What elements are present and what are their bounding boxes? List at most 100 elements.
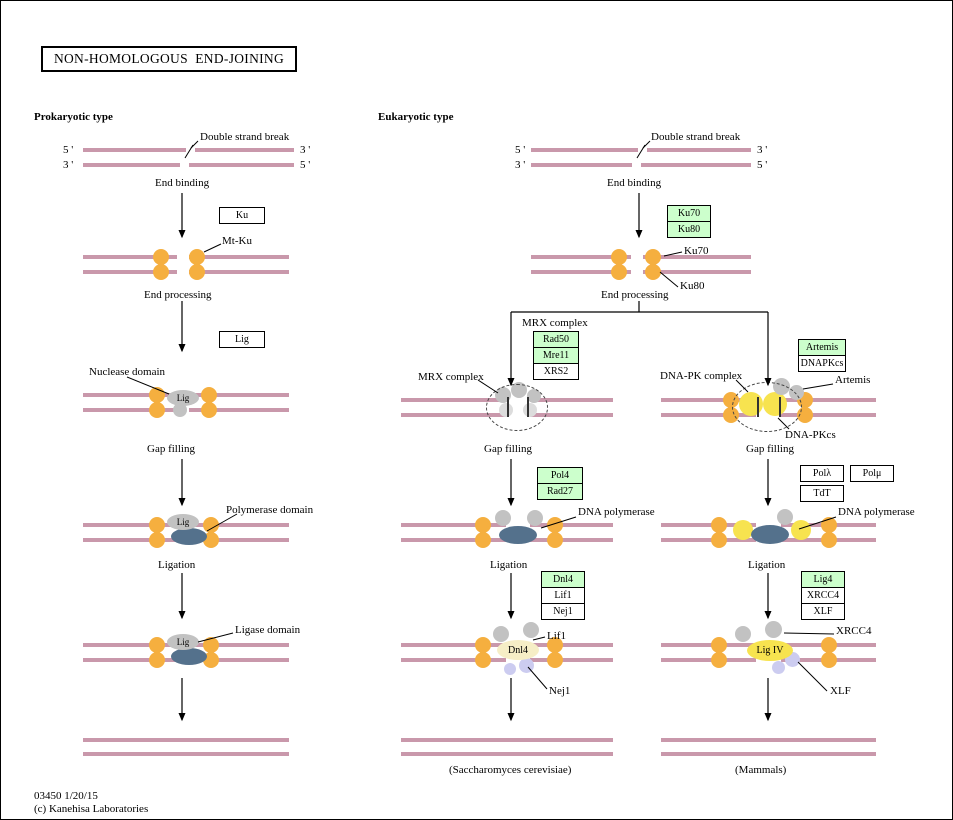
ku-protein-blob <box>203 517 219 533</box>
dna-strand <box>401 413 506 417</box>
accessory-protein-blob <box>777 509 793 525</box>
organism-label-yeast: (Saccharomyces cerevisiae) <box>449 764 572 776</box>
break-slash <box>636 144 646 159</box>
gene-box-tdt[interactable]: TdT <box>800 485 844 502</box>
gene-box-xrs2[interactable]: XRS2 <box>533 363 579 380</box>
strand-end-label: 3 ' <box>515 159 526 171</box>
dna-strand <box>401 752 613 756</box>
gene-box-lig4[interactable]: Lig4 <box>801 571 845 588</box>
ku-protein-blob <box>201 402 217 418</box>
ku-protein-blob <box>203 652 219 668</box>
mrx-complex-label: MRX complex <box>418 371 484 383</box>
dna-strand <box>781 413 876 417</box>
dna-strand <box>83 393 177 397</box>
branch-line <box>511 301 768 313</box>
ku-protein-blob <box>475 637 491 653</box>
gene-box-pol-lambda[interactable]: Polλ <box>800 465 844 482</box>
dna-strand <box>643 255 751 259</box>
gene-box-xlf[interactable]: XLF <box>801 603 845 620</box>
nej1-label: Nej1 <box>549 685 571 697</box>
dna-strand <box>530 538 613 542</box>
ku-protein-blob <box>149 517 165 533</box>
lif1-protein-blob <box>493 626 509 642</box>
gap-filling-label: Gap filling <box>746 443 794 455</box>
gene-box-ku80[interactable]: Ku80 <box>667 221 711 238</box>
organism-label-mammal: (Mammals) <box>735 764 787 776</box>
ku70-protein-blob <box>611 249 627 265</box>
ku80-label: Ku80 <box>680 280 705 292</box>
ku-protein-blob <box>711 637 727 653</box>
gene-box-artemis[interactable]: Artemis <box>798 339 846 356</box>
gene-box-ku70[interactable]: Ku70 <box>667 205 711 222</box>
gene-box-rad50[interactable]: Rad50 <box>533 331 579 348</box>
dna-strand <box>189 658 289 662</box>
accessory-protein-blob <box>495 510 511 526</box>
dna-pkcs-protein-blob <box>791 520 811 540</box>
pointer-dsb-prok <box>190 140 199 149</box>
nej1-protein-blob <box>519 658 534 673</box>
ligation-label: Ligation <box>490 559 528 571</box>
lig-protein-blob: Lig <box>167 390 199 406</box>
prokaryotic-heading: Prokaryotic type <box>34 111 113 123</box>
polymerase-domain-label: Polymerase domain <box>226 504 314 516</box>
gene-box-dnapkcs[interactable]: DNAPKcs <box>798 355 846 372</box>
end-binding-label: End binding <box>607 177 662 189</box>
dna-strand <box>83 658 177 662</box>
ligation-label: Ligation <box>748 559 786 571</box>
dna-strand <box>661 643 756 647</box>
nuclease-domain-label: Nuclease domain <box>89 366 166 378</box>
gene-box-xrcc4[interactable]: XRCC4 <box>801 587 845 604</box>
dnl4-protein-blob: Dnl4 <box>497 640 539 660</box>
mrx-complex-outline <box>486 384 548 431</box>
lif1-label: Lif1 <box>547 630 566 642</box>
double-strand-break-label: Double strand break <box>200 131 290 143</box>
gene-box-lig[interactable]: Lig <box>219 331 265 348</box>
xrcc4-label: XRCC4 <box>836 625 872 637</box>
ku-protein-blob <box>547 517 563 533</box>
ku-protein-blob <box>821 532 837 548</box>
pointer-artemis <box>802 383 834 390</box>
dna-strand <box>189 523 289 527</box>
gene-box-nej1[interactable]: Nej1 <box>541 603 585 620</box>
mt-ku-protein-blob <box>153 249 169 265</box>
mt-ku-label: Mt-Ku <box>222 235 252 247</box>
dna-strand <box>661 413 756 417</box>
dna-strand <box>401 658 506 662</box>
dna-strand <box>530 413 613 417</box>
gene-box-pol4[interactable]: Pol4 <box>537 467 583 484</box>
gene-box-lif1[interactable]: Lif1 <box>541 587 585 604</box>
dna-strand <box>401 523 506 527</box>
break-slash <box>184 144 194 159</box>
gene-box-rad27[interactable]: Rad27 <box>537 483 583 500</box>
dna-strand <box>83 408 177 412</box>
dna-strand <box>531 255 631 259</box>
ku-protein-blob <box>149 402 165 418</box>
dna-strand <box>661 523 756 527</box>
dna-strand <box>189 393 289 397</box>
dna-strand <box>530 523 613 527</box>
strand-end-label: 3 ' <box>63 159 74 171</box>
gene-box-mre11[interactable]: Mre11 <box>533 347 579 364</box>
dna-strand <box>83 538 177 542</box>
lig-protein-blob: Lig <box>167 514 199 530</box>
ku70-label: Ku70 <box>684 245 709 257</box>
dna-strand <box>83 643 177 647</box>
ku-protein-blob <box>821 517 837 533</box>
pointer-dsb-euk <box>642 140 651 149</box>
ku-protein-blob <box>149 532 165 548</box>
gene-box-pol-mu[interactable]: Polμ <box>850 465 894 482</box>
dna-strand <box>531 270 631 274</box>
strand-end-label: 3 ' <box>757 144 768 156</box>
dna-strand <box>661 658 756 662</box>
end-processing-label: End processing <box>144 289 212 301</box>
gene-box-dnl4[interactable]: Dnl4 <box>541 571 585 588</box>
dna-strand <box>661 538 756 542</box>
dna-strand <box>531 163 632 167</box>
dna-strand <box>83 255 177 259</box>
ku-protein-blob <box>475 652 491 668</box>
gene-box-ku[interactable]: Ku <box>219 207 265 224</box>
dna-strand <box>83 163 180 167</box>
dna-strand <box>189 255 289 259</box>
ku80-protein-blob <box>645 264 661 280</box>
dna-strand <box>530 658 613 662</box>
